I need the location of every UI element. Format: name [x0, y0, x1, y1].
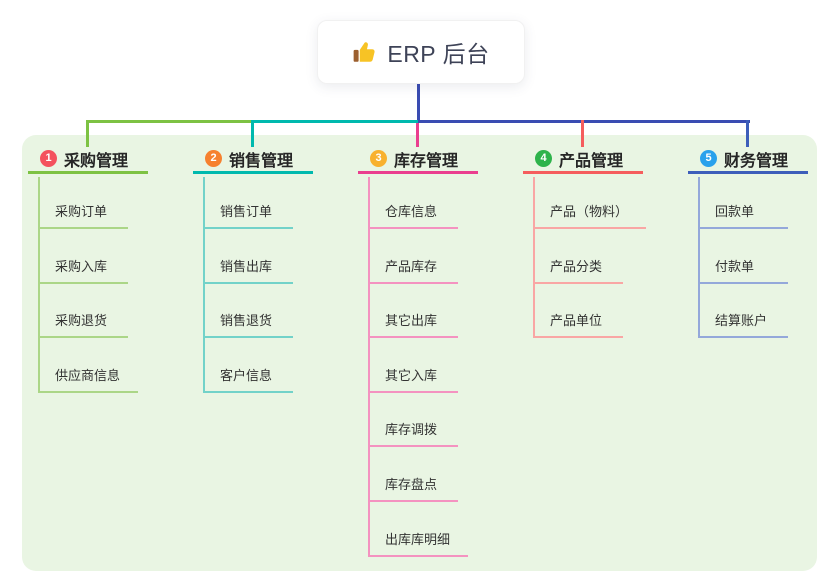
- child-node[interactable]: 库存调拨: [370, 393, 458, 448]
- branch-number-badge: 5: [700, 150, 717, 167]
- branch-header[interactable]: 4 产品管理: [523, 146, 643, 174]
- child-node[interactable]: 产品单位: [535, 284, 623, 339]
- branch-children: 仓库信息产品库存其它出库其它入库库存调拨库存盘点出库库明细: [368, 177, 469, 557]
- branch-number-badge: 4: [535, 150, 552, 167]
- child-node[interactable]: 采购订单: [40, 177, 128, 229]
- child-node[interactable]: 供应商信息: [40, 338, 139, 393]
- branch-drop-connector: [416, 123, 419, 147]
- bus-segment-right: [418, 120, 750, 123]
- branch-drop-connector: [86, 120, 89, 147]
- branch-children: 回款单付款单结算账户: [698, 177, 788, 339]
- child-node[interactable]: 客户信息: [205, 338, 293, 393]
- thumbs-up-icon: [352, 39, 378, 65]
- child-node[interactable]: 其它出库: [370, 284, 458, 339]
- child-node[interactable]: 仓库信息: [370, 177, 458, 229]
- branch-title: 采购管理: [64, 152, 129, 170]
- branch-header[interactable]: 2 销售管理: [193, 146, 313, 174]
- child-node[interactable]: 产品（物料）: [535, 177, 647, 229]
- child-node[interactable]: 付款单: [700, 229, 788, 284]
- branches-panel: [22, 135, 817, 571]
- branch-header[interactable]: 1 采购管理: [28, 146, 148, 174]
- child-node[interactable]: 回款单: [700, 177, 788, 229]
- branch-title: 财务管理: [724, 152, 789, 170]
- branch-number-badge: 2: [205, 150, 222, 167]
- branch-header[interactable]: 5 财务管理: [688, 146, 808, 174]
- branch-children: 产品（物料）产品分类产品单位: [533, 177, 647, 339]
- branch-title: 库存管理: [394, 152, 459, 170]
- branch-drop-connector: [581, 120, 584, 147]
- branch-children: 销售订单销售出库销售退货客户信息: [203, 177, 293, 393]
- child-node[interactable]: 产品分类: [535, 229, 623, 284]
- child-node[interactable]: 采购退货: [40, 284, 128, 339]
- child-node[interactable]: 出库库明细: [370, 502, 469, 557]
- bus-segment-mid: [252, 120, 419, 123]
- branch-number-badge: 1: [40, 150, 57, 167]
- branch-children: 采购订单采购入库采购退货供应商信息: [38, 177, 139, 393]
- branch-title: 产品管理: [559, 152, 624, 170]
- child-node[interactable]: 其它入库: [370, 338, 458, 393]
- branch-title: 销售管理: [229, 152, 294, 170]
- root-title: ERP 后台: [387, 41, 490, 67]
- root-node[interactable]: ERP 后台: [317, 20, 525, 84]
- child-node[interactable]: 采购入库: [40, 229, 128, 284]
- child-node[interactable]: 产品库存: [370, 229, 458, 284]
- child-node[interactable]: 结算账户: [700, 284, 788, 339]
- bus-segment-left: [86, 120, 253, 123]
- branch-drop-connector: [251, 120, 254, 147]
- child-node[interactable]: 库存盘点: [370, 447, 458, 502]
- branch-number-badge: 3: [370, 150, 387, 167]
- child-node[interactable]: 销售订单: [205, 177, 293, 229]
- root-stem-connector: [417, 82, 420, 121]
- branch-header[interactable]: 3 库存管理: [358, 146, 478, 174]
- child-node[interactable]: 销售出库: [205, 229, 293, 284]
- child-node[interactable]: 销售退货: [205, 284, 293, 339]
- branch-drop-connector: [746, 120, 749, 147]
